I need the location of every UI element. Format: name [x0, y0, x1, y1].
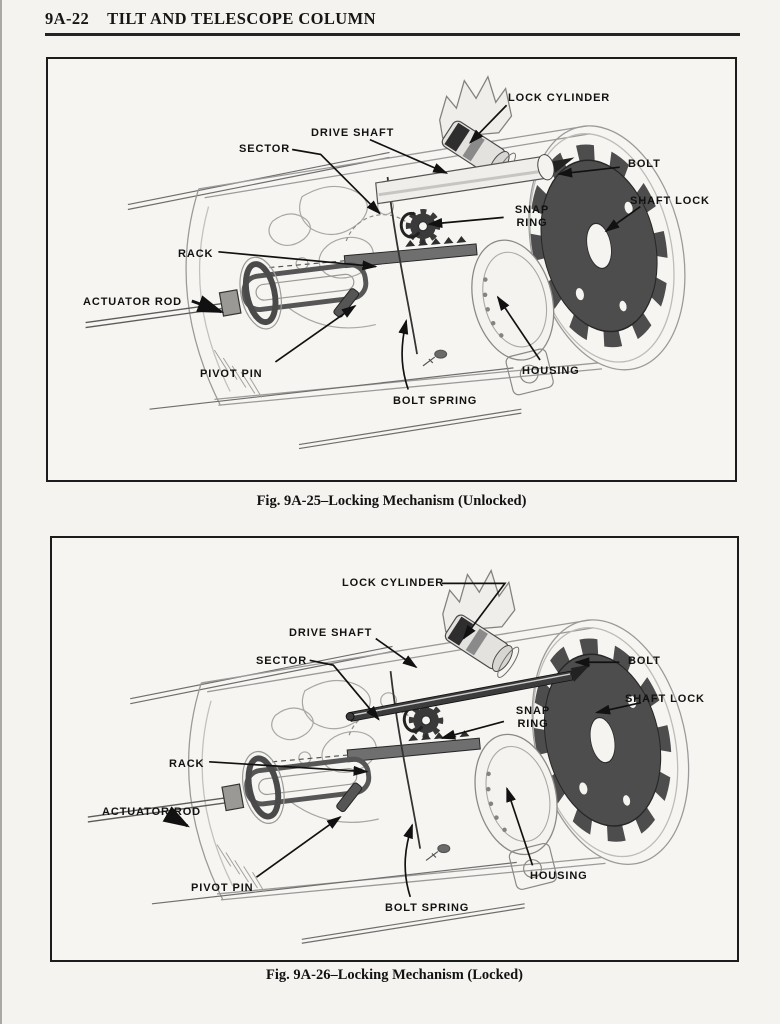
- page-number: 9A-22: [45, 9, 90, 28]
- figure-caption-locked: Fig. 9A-26–Locking Mechanism (Locked): [266, 967, 523, 983]
- label-sector: SECTOR: [256, 655, 308, 667]
- leader-lines-unlocked: [191, 104, 641, 390]
- label-ring: RING: [517, 718, 549, 730]
- label-snap: SNAP: [515, 705, 551, 717]
- diagram-locked-art: [52, 538, 737, 960]
- label-shaft-lock: SHAFT LOCK: [630, 195, 710, 207]
- label-lock-cylinder: LOCK CYLINDER: [342, 577, 445, 589]
- leader-lines-locked: [162, 582, 642, 898]
- figure-locked: LOCK CYLINDER DRIVE SHAFT SECTOR BOLT SH…: [50, 536, 739, 962]
- label-ring: RING: [516, 217, 548, 229]
- label-rack: RACK: [178, 248, 214, 260]
- figure-caption-unlocked: Fig. 9A-25–Locking Mechanism (Unlocked): [256, 493, 527, 509]
- label-shaft-lock: SHAFT LOCK: [625, 693, 705, 705]
- label-housing: HOUSING: [522, 365, 580, 377]
- label-sector: SECTOR: [239, 143, 291, 155]
- label-snap: SNAP: [514, 204, 550, 216]
- figure-unlocked: LOCK CYLINDER DRIVE SHAFT SECTOR BOLT SH…: [46, 57, 737, 482]
- label-lock-cylinder: LOCK CYLINDER: [508, 92, 611, 104]
- label-bolt-spring: BOLT SPRING: [385, 902, 470, 914]
- label-drive-shaft: DRIVE SHAFT: [311, 127, 395, 139]
- label-bolt: BOLT: [628, 655, 661, 667]
- header-rule: [45, 33, 740, 36]
- label-bolt: BOLT: [628, 158, 661, 170]
- label-bolt-spring: BOLT SPRING: [393, 395, 478, 407]
- label-actuator-rod: ACTUATOR ROD: [83, 296, 182, 308]
- label-pivot-pin: PIVOT PIN: [200, 368, 263, 380]
- diagram-unlocked-art: [48, 59, 735, 480]
- label-housing: HOUSING: [530, 870, 588, 882]
- drive-shaft-locked: [345, 664, 591, 722]
- label-rack: RACK: [169, 758, 205, 770]
- label-actuator-rod: ACTUATOR ROD: [102, 806, 201, 818]
- drive-shaft-unlocked: [375, 154, 575, 205]
- label-pivot-pin: PIVOT PIN: [191, 882, 254, 894]
- scan-edge: [0, 0, 2, 1024]
- section-title: TILT AND TELESCOPE COLUMN: [107, 9, 376, 28]
- page-header: 9A-22 TILT AND TELESCOPE COLUMN: [45, 9, 376, 29]
- label-drive-shaft: DRIVE SHAFT: [289, 627, 373, 639]
